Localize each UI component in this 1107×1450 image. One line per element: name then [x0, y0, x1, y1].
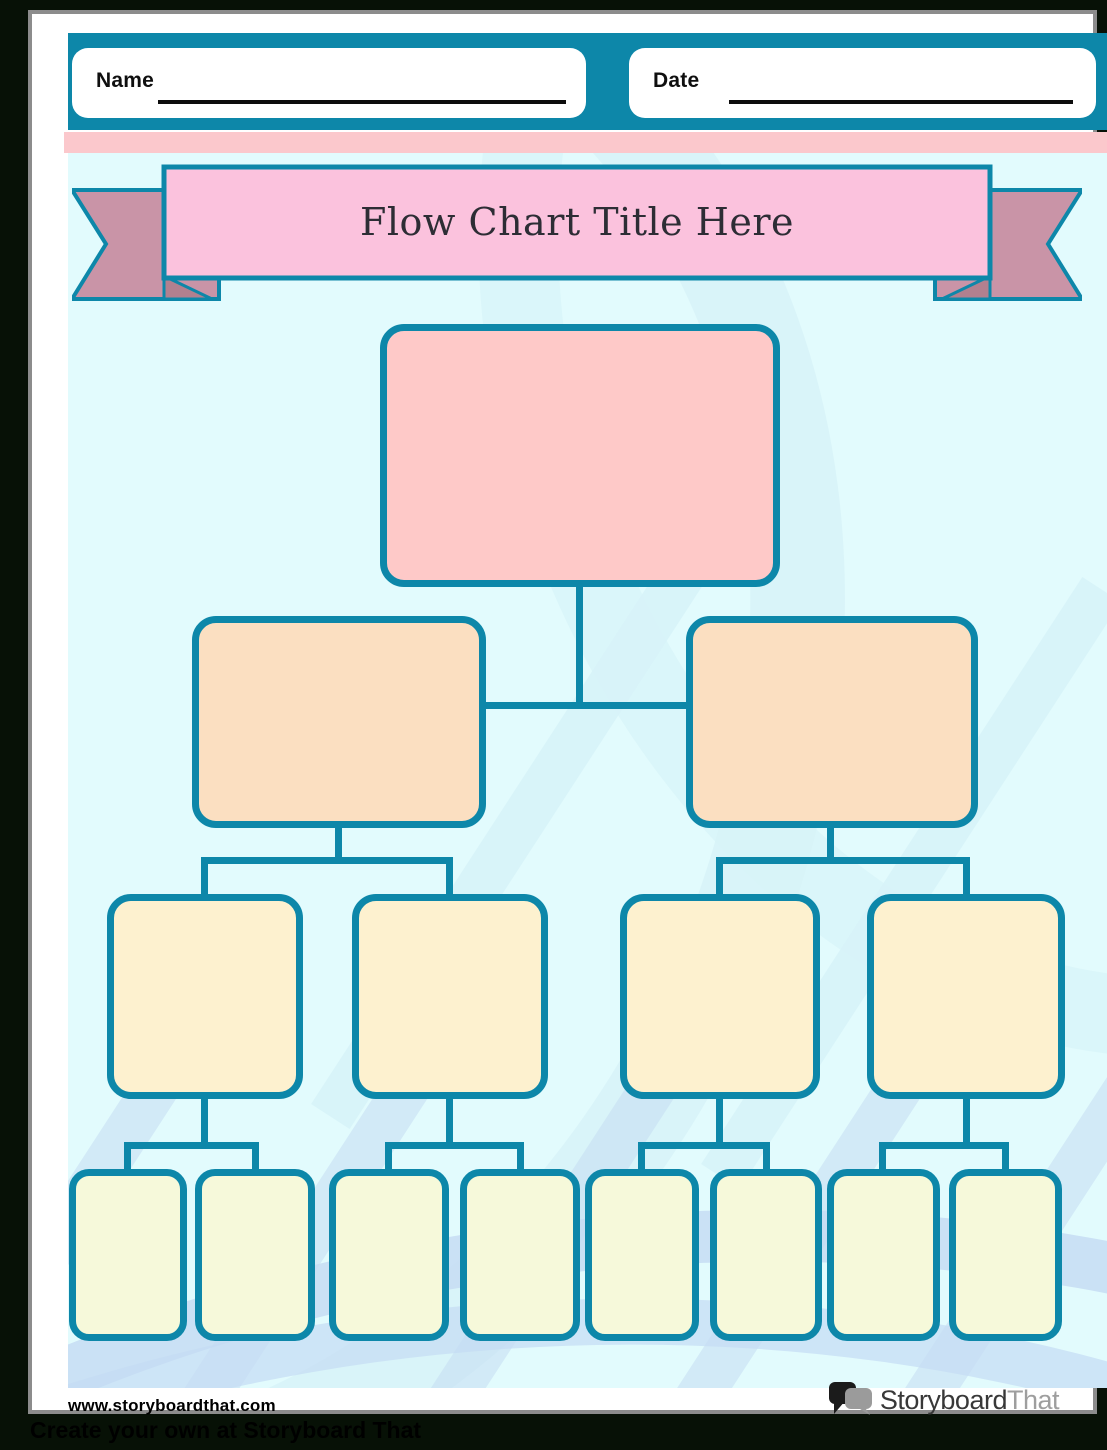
connector-drop	[963, 857, 970, 899]
tagline: Create your own at Storyboard That	[30, 1417, 422, 1443]
connector-drop	[201, 857, 208, 899]
connector-l2-bar	[486, 702, 686, 709]
flow-node-level4-1[interactable]	[69, 1169, 187, 1341]
name-field[interactable]: Name	[72, 48, 586, 118]
logo-text-that: That	[1006, 1384, 1060, 1415]
title-ribbon	[72, 164, 1082, 301]
connector-l4-bar	[385, 1142, 524, 1149]
header-bar: Name Date	[68, 33, 1107, 130]
connector-drop	[517, 1142, 524, 1174]
connector-drop	[446, 857, 453, 899]
connector-l3-bar-right	[716, 857, 970, 864]
flow-node-level3-4[interactable]	[867, 894, 1065, 1099]
connector-l2a-stub	[335, 828, 342, 864]
flow-node-level4-5[interactable]	[585, 1169, 699, 1341]
name-input-line[interactable]	[158, 100, 566, 104]
flow-node-level2-2[interactable]	[686, 616, 978, 828]
pink-divider	[64, 132, 1107, 153]
connector-l3-stub	[201, 1097, 208, 1149]
worksheet-page: Name Date	[32, 14, 1107, 1415]
connector-l3-stub	[446, 1097, 453, 1149]
connector-drop	[763, 1142, 770, 1174]
connector-drop	[252, 1142, 259, 1174]
logo-text: StoryboardThat	[879, 1384, 1060, 1416]
flow-node-level3-1[interactable]	[107, 894, 303, 1099]
date-field[interactable]: Date	[629, 48, 1096, 118]
flow-node-level4-6[interactable]	[710, 1169, 822, 1341]
connector-l1-stub	[576, 587, 583, 709]
flow-chart-title[interactable]: Flow Chart Title Here	[360, 200, 794, 244]
connector-l4-bar	[879, 1142, 1009, 1149]
name-label: Name	[96, 69, 154, 93]
flow-node-level4-3[interactable]	[329, 1169, 449, 1341]
connector-l3-stub	[963, 1097, 970, 1149]
flow-node-level2-1[interactable]	[192, 616, 486, 828]
flow-node-level4-7[interactable]	[827, 1169, 940, 1341]
connector-l3-stub	[716, 1097, 723, 1149]
website-url: www.storyboardthat.com	[68, 1396, 276, 1415]
connector-drop	[385, 1142, 392, 1174]
connector-drop	[716, 857, 723, 899]
connector-l3-bar-left	[201, 857, 453, 864]
ribbon-fold-left	[162, 273, 213, 301]
flow-node-level3-3[interactable]	[620, 894, 820, 1099]
flow-node-level1[interactable]	[380, 324, 780, 587]
flow-node-level4-4[interactable]	[460, 1169, 580, 1341]
flow-node-level4-8[interactable]	[949, 1169, 1062, 1341]
connector-drop	[879, 1142, 886, 1174]
connector-drop	[638, 1142, 645, 1174]
flow-node-level4-2[interactable]	[195, 1169, 315, 1341]
date-input-line[interactable]	[729, 100, 1073, 104]
speech-bubbles-icon	[828, 1382, 872, 1415]
storyboardthat-logo[interactable]: StoryboardThat	[828, 1382, 1060, 1418]
ribbon-bar	[161, 164, 993, 281]
flow-node-level3-2[interactable]	[352, 894, 548, 1099]
date-label: Date	[653, 69, 700, 93]
connector-drop	[124, 1142, 131, 1174]
ribbon-fold-right	[941, 273, 992, 301]
connector-l4-bar	[638, 1142, 770, 1149]
connector-l2b-stub	[827, 828, 834, 864]
logo-text-storyboard: Storyboard	[879, 1384, 1008, 1415]
connector-drop	[1002, 1142, 1009, 1174]
connector-l4-bar	[124, 1142, 259, 1149]
